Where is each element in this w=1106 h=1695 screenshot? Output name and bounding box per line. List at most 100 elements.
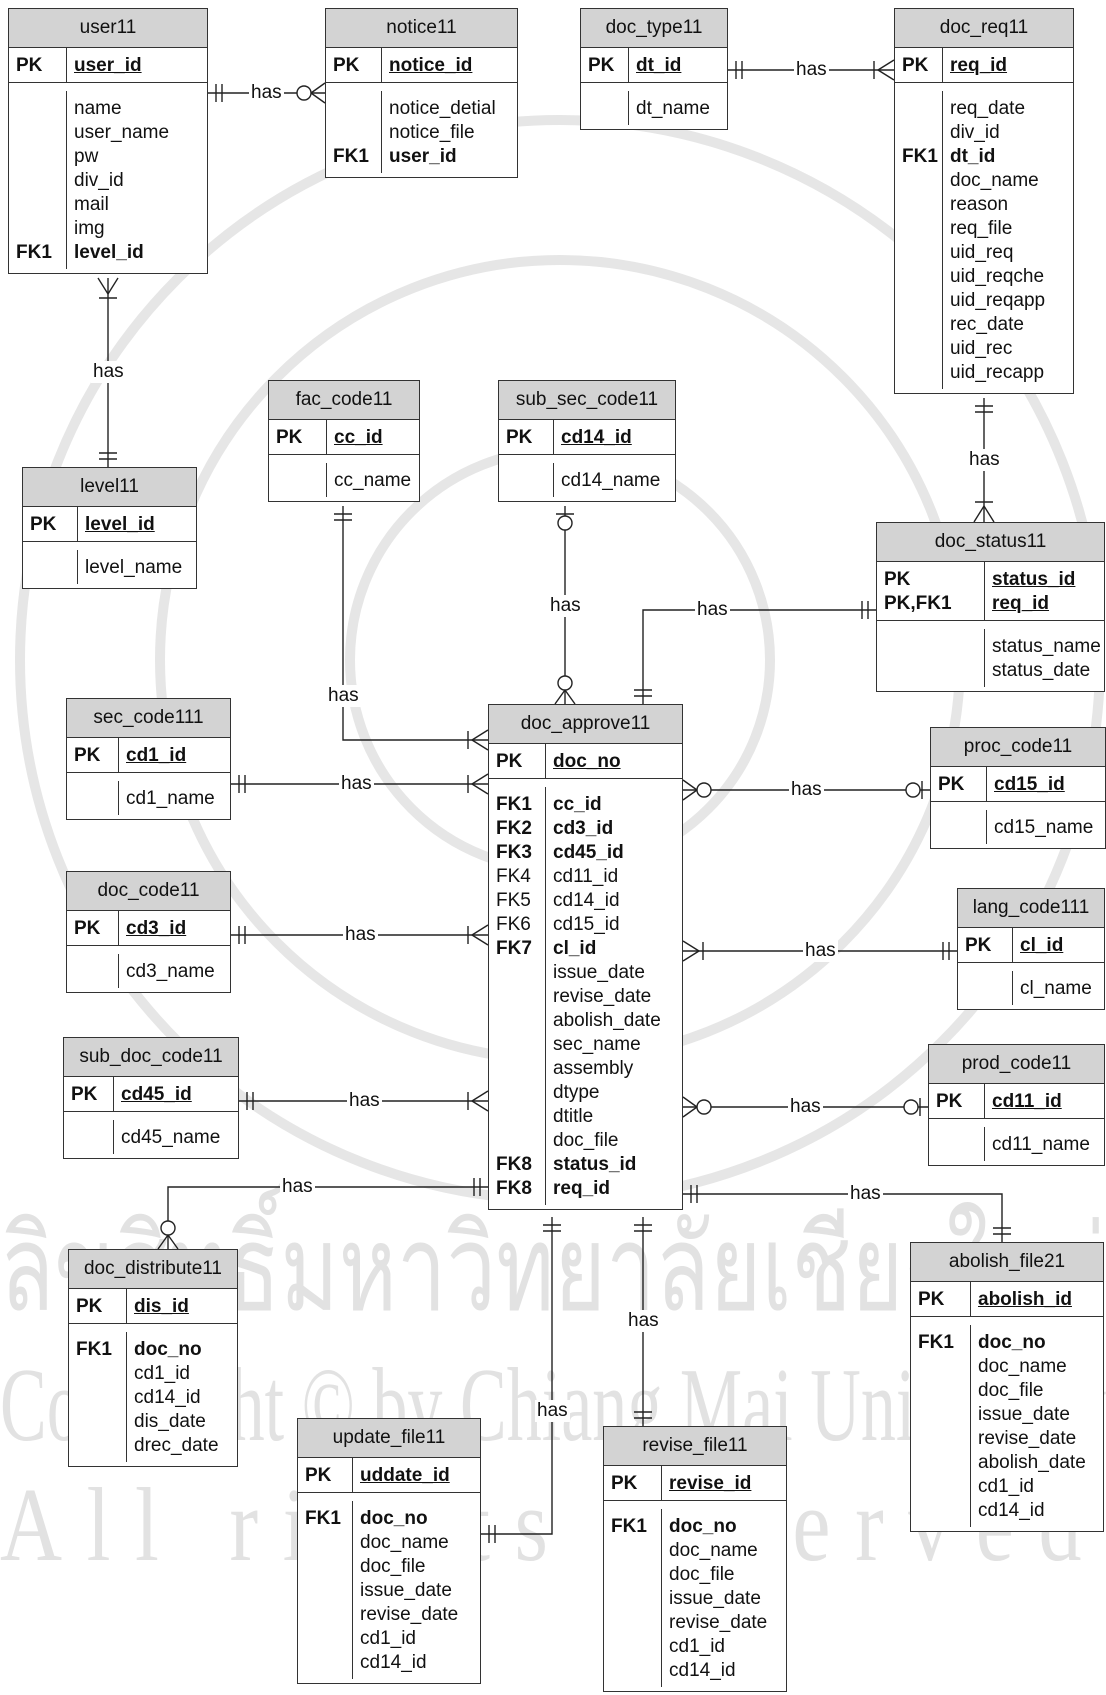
- attribute-field: doc_file: [553, 1130, 619, 1151]
- fk-marker: [611, 1611, 653, 1635]
- fk-marker: [16, 169, 58, 193]
- attribute-field: cd45_name: [121, 1127, 221, 1148]
- primary-key-field: notice_id: [389, 55, 473, 76]
- attribute-field: req_date: [950, 98, 1026, 119]
- fk-marker: [496, 1057, 537, 1081]
- attribute-field: revise_date: [553, 986, 652, 1007]
- attribute-field: cd1_id: [134, 1363, 190, 1384]
- fk-marker: FK1: [333, 146, 369, 167]
- cardinality-circle: [160, 1220, 176, 1236]
- cardinality-mark: [682, 779, 698, 791]
- cardinality-mark: [471, 739, 489, 751]
- fk-marker: [76, 1386, 118, 1410]
- attribute-field: doc_no: [978, 1332, 1046, 1353]
- relationship-line: [683, 1193, 1003, 1242]
- relationship-label: has: [788, 1096, 823, 1118]
- attribute-field: doc_no: [134, 1339, 202, 1360]
- fk-marker: [305, 1627, 344, 1651]
- pk-marker: PK: [76, 1296, 103, 1317]
- attribute-field: uid_rec: [950, 338, 1013, 359]
- primary-key-field: cd1_id: [126, 745, 187, 766]
- attribute-field: sec_name: [553, 1034, 641, 1055]
- fk-marker: FK5: [496, 890, 531, 911]
- relationship-line: [642, 609, 876, 704]
- relationship-label: has: [339, 773, 374, 795]
- attribute-field: uid_recapp: [950, 362, 1045, 383]
- fk-marker: FK1: [496, 794, 532, 815]
- attribute-field: doc_file: [669, 1564, 735, 1585]
- fk-marker: [902, 169, 934, 193]
- fk-marker: [333, 97, 373, 121]
- primary-key-field: cd15_id: [994, 774, 1065, 795]
- attribute-field: dis_date: [134, 1411, 206, 1432]
- cardinality-mark: [471, 783, 489, 795]
- relationship-label: has: [794, 59, 829, 81]
- attribute-field: assembly: [553, 1058, 634, 1079]
- fk-marker: [902, 337, 934, 361]
- attribute-field: revise_date: [669, 1612, 768, 1633]
- attribute-field: req_file: [950, 218, 1013, 239]
- fk-marker: [305, 1651, 344, 1675]
- pk-marker: PK: [884, 569, 911, 590]
- attribute-field: uid_reqche: [950, 266, 1045, 287]
- pk-marker: PK: [305, 1465, 332, 1486]
- fk-marker: [305, 1603, 344, 1627]
- relationship-line: [167, 1186, 488, 1249]
- primary-key-field: cc_id: [334, 427, 383, 448]
- relationship-label: has: [848, 1183, 883, 1205]
- fk-marker: [936, 1133, 976, 1157]
- attribute-field: mail: [74, 194, 109, 215]
- fk-marker: [506, 469, 545, 493]
- pk-marker: PK: [506, 427, 533, 448]
- fk-marker: [305, 1555, 344, 1579]
- fk-marker: [305, 1531, 344, 1555]
- fk-marker: [611, 1563, 653, 1587]
- attribute-field: cd14_id: [134, 1387, 201, 1408]
- attribute-field: doc_file: [360, 1556, 426, 1577]
- primary-key-field: doc_no: [553, 751, 621, 772]
- attribute-field: uid_reqapp: [950, 290, 1046, 311]
- pk-marker: PK: [16, 55, 43, 76]
- fk-marker: [333, 121, 373, 145]
- primary-key-field: cd45_id: [121, 1084, 192, 1105]
- fk-marker: FK4: [496, 866, 531, 887]
- fk-marker: [74, 787, 110, 811]
- entity-title: fac_code11: [269, 381, 419, 420]
- attribute-field: cd1_name: [126, 788, 215, 809]
- watermark-rights: All rights reserved: [0, 1466, 1106, 1583]
- attribute-field: dtype: [553, 1082, 600, 1103]
- attribute-field: doc_no: [669, 1516, 737, 1537]
- primary-key-field: level_id: [85, 514, 155, 535]
- cardinality-mark: [167, 1234, 179, 1250]
- pk-marker: PK: [30, 514, 57, 535]
- cardinality-mark: [471, 934, 489, 946]
- fk-marker: [76, 1362, 118, 1386]
- fk-marker: [902, 193, 934, 217]
- fk-marker: [16, 97, 58, 121]
- fk-marker: [965, 977, 1004, 1001]
- entity-title: lang_code111: [958, 889, 1104, 928]
- entity-title: doc_status11: [877, 523, 1104, 562]
- cardinality-mark: [973, 505, 985, 523]
- pk-marker: PK: [611, 1473, 638, 1494]
- relationship-label: has: [803, 940, 838, 962]
- attribute-field: cd14_name: [561, 470, 661, 491]
- primary-key-field: uddate_id: [360, 1465, 450, 1486]
- fk-marker: [902, 217, 934, 241]
- cardinality-mark: [983, 505, 995, 523]
- fk-marker: FK8: [496, 1154, 532, 1175]
- cardinality-mark: [97, 277, 109, 295]
- entity-title: notice11: [326, 9, 517, 48]
- attribute-field: status_id: [553, 1154, 637, 1175]
- attribute-field: cd3_id: [553, 818, 614, 839]
- attribute-field: cd14_id: [978, 1500, 1045, 1521]
- attribute-field: cd3_name: [126, 961, 215, 982]
- primary-key-field: cd3_id: [126, 918, 187, 939]
- primary-key-field: cd11_id: [992, 1091, 1062, 1112]
- attribute-field: issue_date: [978, 1404, 1070, 1425]
- fk-marker: [496, 1105, 537, 1129]
